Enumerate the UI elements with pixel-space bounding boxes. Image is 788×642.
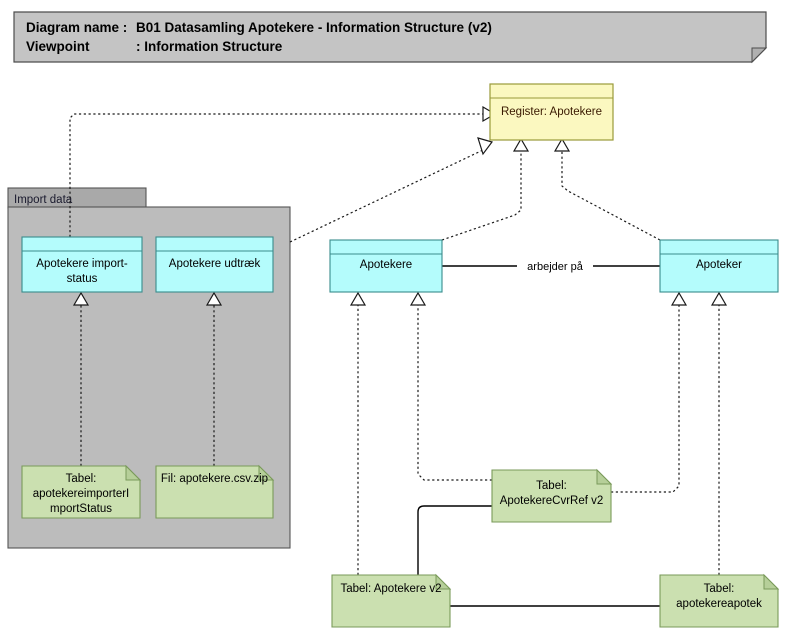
- title-line1-value: B01 Datasamling Apotekere - Information …: [136, 20, 492, 35]
- note-importstatus-line3: mportStatus: [50, 503, 112, 515]
- conn-cvrref-to-tabel-apotekere-v2[interactable]: [417, 505, 492, 575]
- note-importstatus-line1: Tabel:: [66, 473, 97, 485]
- conn-import-status-to-register[interactable]: [69, 105, 497, 237]
- apotekere-box-shape: [329, 239, 443, 293]
- node-apotekere-import-status[interactable]: Apotekere import- status: [21, 236, 143, 293]
- note-filcsv-shape: [155, 465, 274, 519]
- conn-cvrref-to-apoteker[interactable]: [611, 291, 688, 493]
- note-importstatus-shape: [21, 465, 141, 519]
- title-line1-label: Diagram name :: [26, 20, 127, 35]
- note-cvrref-fold: [596, 468, 613, 485]
- import-status-label-line1: Apotekere import-: [36, 258, 128, 270]
- note-apotekereapotek-fold: [763, 573, 780, 590]
- conn-cvrref-to-apotekere[interactable]: [409, 291, 492, 481]
- node-fil-apotekere-csv-zip[interactable]: Fil: apotekere.csv.zip: [155, 464, 275, 519]
- conn-apoteker-to-register[interactable]: [553, 137, 661, 241]
- node-apotekere-udtraek[interactable]: Apotekere udtræk: [155, 236, 274, 293]
- note-importstatus-fold: [125, 464, 142, 481]
- apoteker-label: Apoteker: [696, 259, 742, 271]
- import-status-label-line2: status: [67, 273, 98, 285]
- note-filcsv-line1: Fil: apotekere.csv.zip: [161, 473, 268, 485]
- register-box-shape: [489, 83, 614, 141]
- note-cvrref-line2: ApotekereCvrRef v2: [500, 495, 604, 507]
- conn-fil-csv-to-udtraek[interactable]: [205, 291, 223, 466]
- import-status-box-shape: [21, 236, 143, 293]
- conn-association-label: arbejder på: [527, 261, 584, 273]
- udtraek-box-shape: [155, 236, 274, 293]
- node-tabel-apotekere-v2[interactable]: Tabel: Apotekere v2: [331, 573, 452, 628]
- node-tabel-apotekereapotek[interactable]: Tabel: apotekereapotek: [659, 573, 780, 628]
- conn-apotekere-to-register[interactable]: [441, 137, 530, 241]
- note-filcsv-fold: [258, 464, 275, 481]
- conn-tabel-importstatus-to-import-status[interactable]: [72, 291, 90, 466]
- group-label: Import data: [14, 194, 73, 206]
- conn-apotekere-arbejder-paa-apoteker[interactable]: arbejder på: [442, 261, 660, 273]
- apotekere-label: Apotekere: [360, 259, 412, 271]
- node-apotekere[interactable]: Apotekere: [329, 239, 443, 293]
- title-line2-value: : Information Structure: [136, 39, 283, 54]
- node-apoteker[interactable]: Apoteker: [659, 239, 779, 293]
- title-line2-label: Viewpoint: [26, 39, 90, 54]
- note-apotekereapotek-line1: Tabel:: [704, 583, 735, 595]
- conn-udtraek-to-register[interactable]: [289, 137, 494, 243]
- title-header-fold: [751, 47, 768, 64]
- apoteker-box-shape: [659, 239, 779, 293]
- note-apotekere-v2-line1: Tabel: Apotekere v2: [340, 583, 441, 595]
- register-label: Register: Apotekere: [501, 106, 602, 118]
- note-importstatus-line2: apotekereimporterI: [33, 488, 130, 500]
- conn-apotekereapotek-to-apoteker[interactable]: [710, 291, 728, 575]
- note-apotekereapotek-line2: apotekereapotek: [676, 598, 762, 610]
- diagram-title-header: Diagram name : B01 Datasamling Apotekere…: [13, 11, 768, 64]
- node-register-apotekere[interactable]: Register: Apotekere: [489, 83, 614, 141]
- udtraek-label: Apotekere udtræk: [169, 258, 261, 270]
- conn-tabel-apotekere-v2-to-apotekere[interactable]: [349, 291, 367, 575]
- connection-layer: arbejder på: [69, 105, 728, 607]
- note-cvrref-shape: [491, 469, 612, 523]
- note-apotekere-v2-fold: [435, 573, 452, 590]
- node-tabel-apotekereimporterimportstatus[interactable]: Tabel: apotekereimporterI mportStatus: [21, 464, 142, 519]
- note-apotekereapotek-shape: [659, 574, 779, 628]
- note-apotekere-v2-shape: [331, 574, 451, 628]
- node-tabel-apotekerecvrref-v2[interactable]: Tabel: ApotekereCvrRef v2: [491, 468, 613, 523]
- note-cvrref-line1: Tabel:: [536, 480, 567, 492]
